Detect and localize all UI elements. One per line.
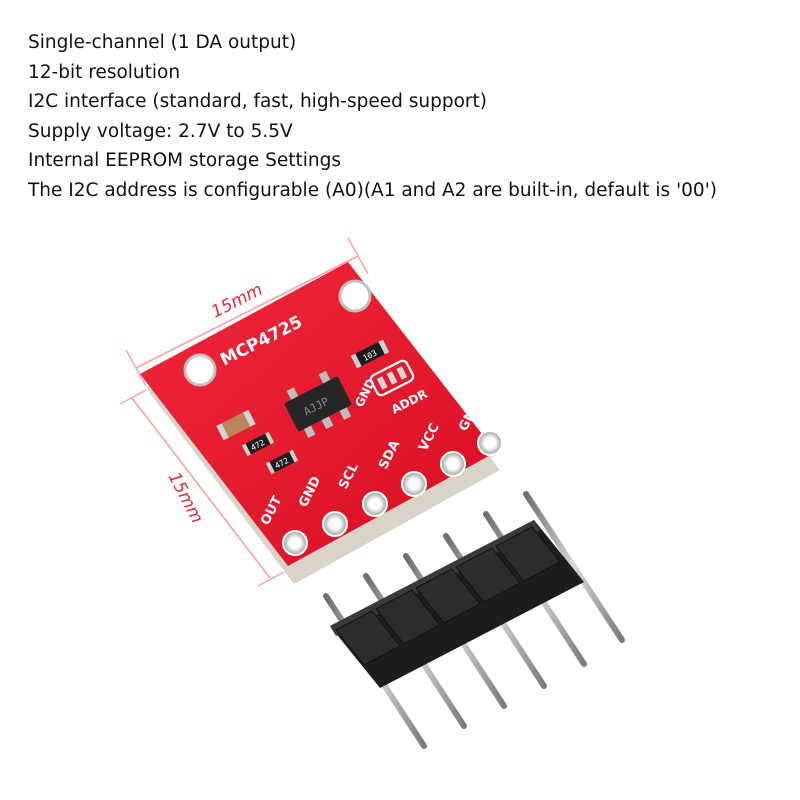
spec-list: Single-channel (1 DA output) 12-bit reso… (28, 28, 717, 205)
spec-channel: Single-channel (1 DA output) (28, 32, 297, 53)
spec-interface: I2C interface (standard, fast, high-spee… (28, 91, 487, 112)
pcb-board: MCP4725 AJJP GND 103 ADDR (140, 262, 503, 584)
spec-address: The I2C address is configurable (A0)(A1 … (28, 179, 717, 201)
mounting-hole-right (338, 279, 372, 313)
capacitor (216, 409, 256, 441)
component-u1: 103 (350, 339, 390, 369)
height-label: 15mm (164, 469, 207, 527)
spec-resolution: 12-bit resolution (28, 61, 181, 83)
address-jumper (369, 359, 415, 397)
mounting-hole-left (183, 353, 217, 387)
spec-voltage: Supply voltage: 2.7V to 5.5V (28, 120, 293, 142)
spec-eeprom: Internal EEPROM storage Settings (28, 150, 342, 171)
dac-chip: AJJP (284, 370, 352, 439)
pin-pads (282, 430, 503, 556)
pin-header (323, 491, 625, 749)
